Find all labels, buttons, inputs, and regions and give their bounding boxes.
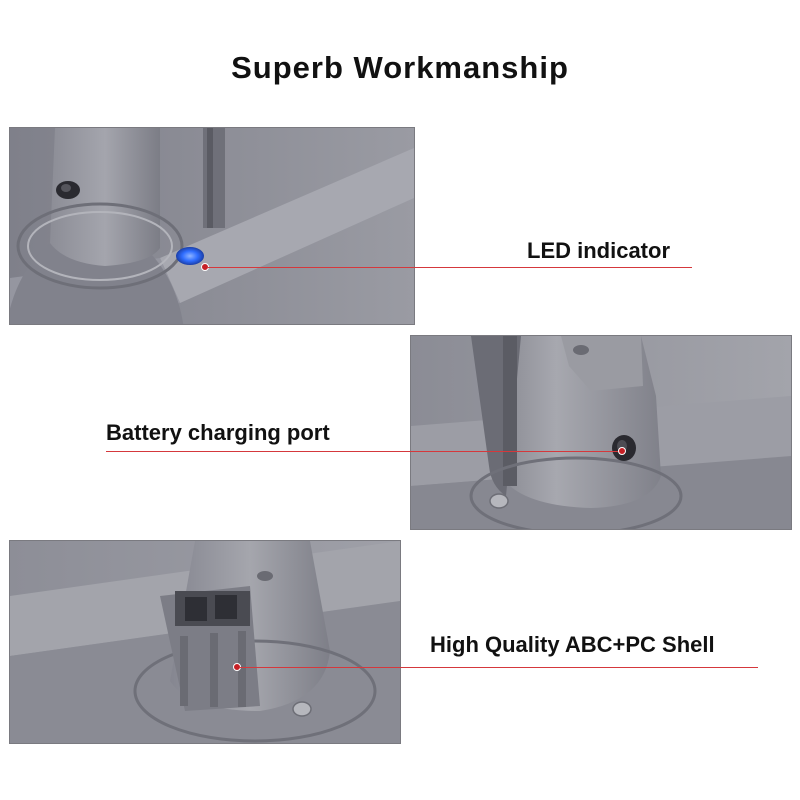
shell-photo: [9, 540, 401, 744]
port-callout-line: [106, 451, 618, 452]
led-indicator-photo: [9, 127, 415, 325]
led-callout-line: [208, 267, 692, 268]
charging-port-label: Battery charging port: [106, 420, 330, 445]
battery-top-image: [10, 128, 414, 324]
blue-led-icon: [176, 247, 204, 265]
shell-label: High Quality ABC+PC Shell: [430, 632, 715, 657]
shell-callout-line: [240, 667, 758, 668]
page-title: Superb Workmanship: [231, 50, 569, 85]
battery-side-image: [411, 336, 791, 529]
led-indicator-label: LED indicator: [527, 238, 671, 263]
charging-port-photo: [410, 335, 792, 530]
battery-shell-image: [10, 541, 400, 743]
port-callout-dot: [618, 447, 626, 455]
